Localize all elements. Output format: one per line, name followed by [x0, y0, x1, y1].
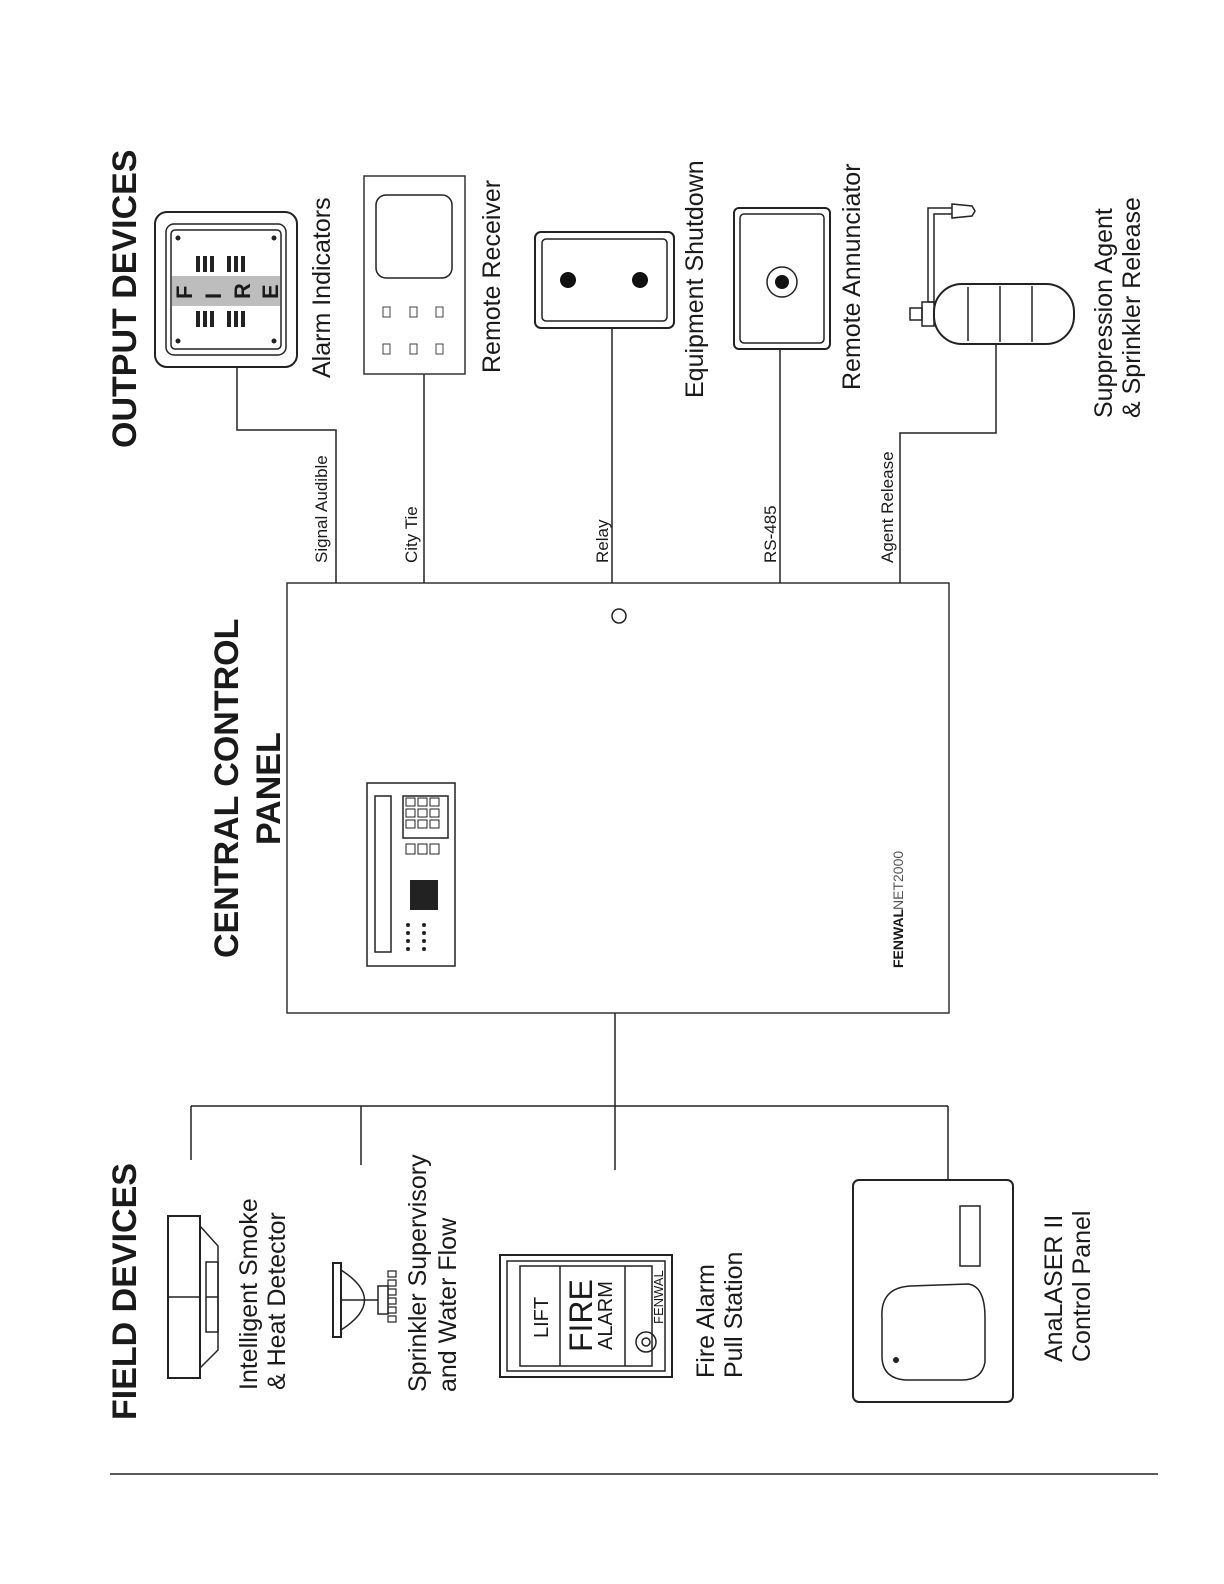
alarm-indicator-device: F I R E	[154, 211, 298, 368]
pull-station-fire-text: FIRE	[563, 1279, 599, 1352]
pull-station-label-line1: Fire Alarm	[692, 1264, 720, 1378]
pull-station-brand-text: FENWAL	[651, 1270, 666, 1324]
signal-audible-label: Signal Audible	[312, 455, 331, 563]
suppression-cylinder-device	[909, 203, 1075, 345]
equipment-shutdown-device	[534, 231, 675, 329]
fire-sign-letter-e: E	[258, 284, 283, 299]
remote-receiver-label: Remote Receiver	[478, 180, 506, 373]
panel-brand-bold: FENWAL	[890, 908, 906, 968]
rs485-label: RS-485	[761, 505, 780, 563]
remote-annunciator-device	[733, 207, 831, 350]
suppression-agent-label-line1: Suppression Agent	[1090, 208, 1118, 418]
smoke-detector-label-line1: Intelligent Smoke	[235, 1198, 263, 1390]
pull-station-lift-text: LIFT	[531, 1297, 553, 1338]
remote-receiver-device	[363, 175, 466, 375]
central-panel-heading-line2: PANEL	[250, 732, 288, 845]
central-control-panel	[286, 582, 950, 1014]
panel-brand-model: NET2000	[890, 851, 906, 910]
suppression-agent-label-line2: & Sprinkler Release	[1118, 197, 1146, 418]
fire-sign-letter-i: I	[201, 293, 226, 299]
analaser-panel-device	[852, 1179, 1014, 1403]
agent-release-label: Agent Release	[878, 451, 897, 563]
fire-sign-letter-f: F	[172, 286, 197, 299]
panel-keypad-module	[366, 782, 456, 967]
alarm-indicators-label: Alarm Indicators	[308, 197, 336, 378]
output-connections	[236, 329, 997, 583]
fire-sign-letter-r: R	[230, 283, 255, 299]
panel-lock	[611, 608, 627, 624]
smoke-detector-device	[167, 1215, 219, 1379]
remote-annunciator-label: Remote Annunciator	[838, 163, 866, 390]
field-devices-heading: FIELD DEVICES	[106, 1163, 144, 1420]
analaser-label-line2: Control Panel	[1068, 1211, 1096, 1362]
pull-station-alarm-text: ALARM	[595, 1281, 617, 1350]
sprinkler-label-line2: and Water Flow	[434, 1217, 462, 1392]
city-tie-label: City Tie	[402, 506, 421, 563]
sprinkler-label-line1: Sprinkler Supervisory	[404, 1154, 432, 1392]
central-panel-heading-line1: CENTRAL CONTROL	[208, 619, 246, 958]
pull-station-label-line2: Pull Station	[720, 1252, 748, 1378]
equipment-shutdown-label: Equipment Shutdown	[681, 160, 709, 398]
smoke-detector-label-line2: & Heat Detector	[263, 1212, 291, 1390]
sprinkler-device	[332, 1262, 397, 1338]
field-connections	[190, 1013, 949, 1180]
relay-label: Relay	[593, 519, 612, 563]
output-devices-heading: OUTPUT DEVICES	[106, 150, 144, 448]
analaser-label-line1: AnaLASER II	[1040, 1215, 1068, 1362]
pull-station-device	[499, 1254, 673, 1378]
